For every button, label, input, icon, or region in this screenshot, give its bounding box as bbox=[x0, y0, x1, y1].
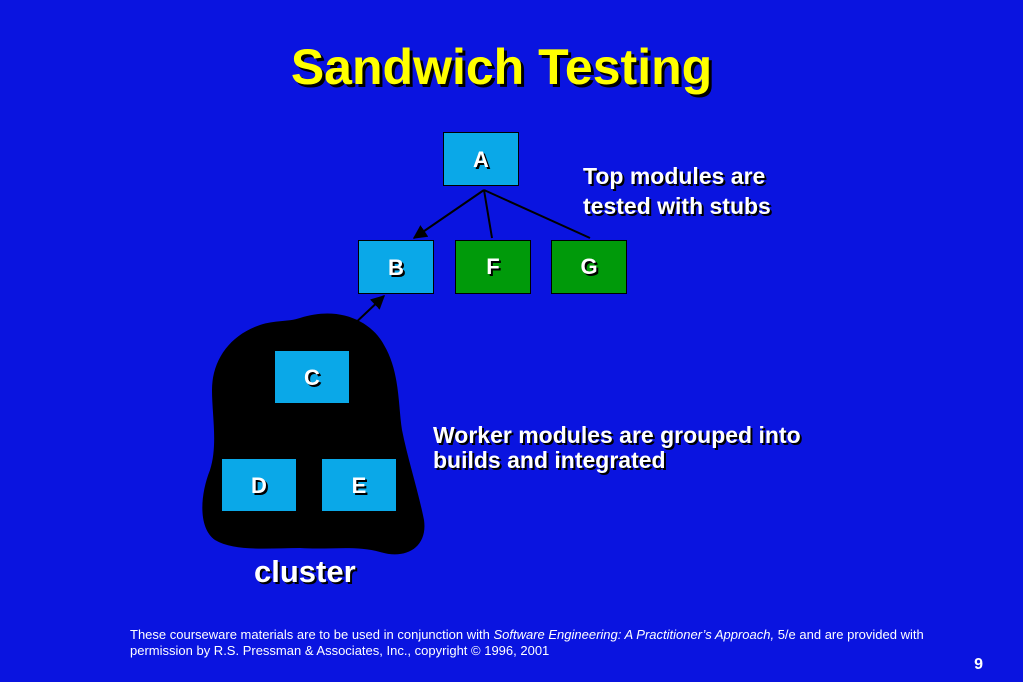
footer-text-before: These courseware materials are to be use… bbox=[130, 627, 494, 642]
node-g-stub: G bbox=[551, 240, 627, 294]
footer-text-after: 5/e and are provided with permission by … bbox=[130, 627, 924, 658]
node-e: E bbox=[321, 458, 397, 512]
slide-title: Sandwich Testing bbox=[290, 39, 713, 95]
edge-c-b bbox=[349, 295, 386, 329]
edge-a-g bbox=[483, 189, 591, 239]
worker-modules-note-line2: builds and integrated bbox=[433, 447, 666, 473]
top-modules-note-line2: tested with stubs bbox=[583, 193, 771, 219]
footer-book-title: Software Engineering: A Practitioner’s A… bbox=[493, 627, 775, 642]
worker-modules-note: Worker modules are grouped into builds a… bbox=[433, 423, 801, 473]
node-c: C bbox=[274, 350, 350, 404]
edge-c-d bbox=[257, 403, 311, 457]
worker-modules-note-line1: Worker modules are grouped into bbox=[433, 422, 801, 448]
page-number: 9 bbox=[974, 656, 983, 673]
node-b: B bbox=[358, 240, 434, 294]
node-f-stub: F bbox=[455, 240, 531, 294]
top-modules-note-line1: Top modules are bbox=[583, 163, 766, 189]
edge-a-b bbox=[412, 189, 485, 239]
node-a: A bbox=[443, 132, 519, 186]
edge-a-f bbox=[483, 189, 493, 239]
node-d: D bbox=[221, 458, 297, 512]
cluster-label: cluster bbox=[254, 554, 356, 589]
edge-c-e bbox=[309, 403, 361, 457]
top-modules-note: Top modules are tested with stubs bbox=[583, 161, 771, 221]
footer-copyright: These courseware materials are to be use… bbox=[130, 627, 930, 659]
